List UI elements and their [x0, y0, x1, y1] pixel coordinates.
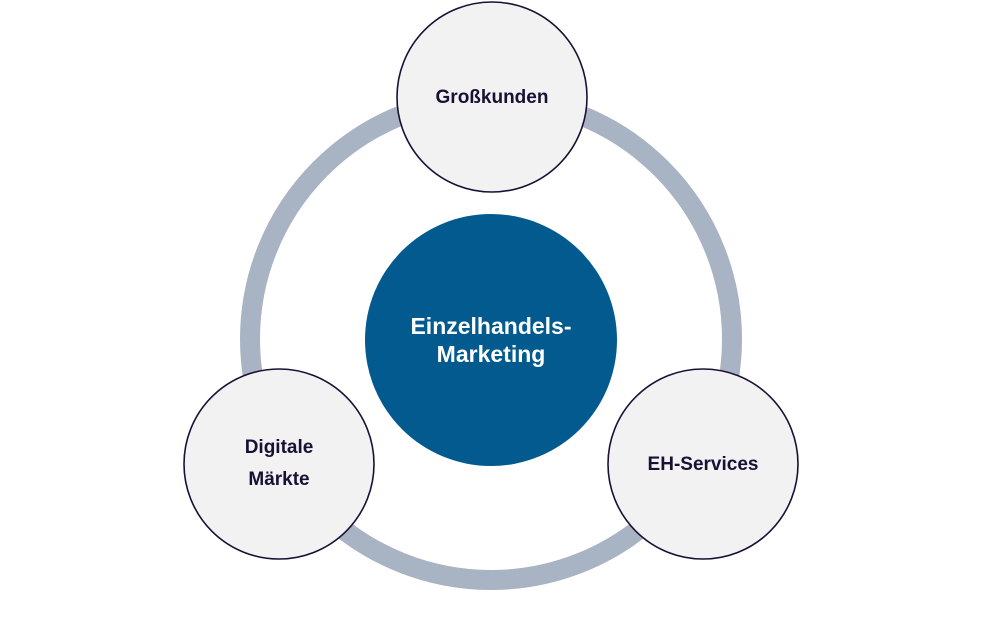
node-eh-services-label: EH-Services [648, 454, 759, 475]
center-node-label-line2: Marketing [437, 341, 546, 367]
node-digitale-maerkte-circle [183, 368, 375, 560]
center-node-circle [365, 214, 617, 466]
node-eh-services-circle [607, 368, 799, 560]
node-digitale-maerkte: Digitale Märkte [183, 368, 375, 560]
center-node: Einzelhandels- Marketing [365, 214, 617, 466]
node-digitale-maerkte-label-line1: Digitale [245, 437, 314, 458]
node-grosskunden-label: Großkunden [436, 87, 549, 108]
node-digitale-maerkte-label-line2: Märkte [248, 469, 309, 490]
node-grosskunden-circle [396, 1, 588, 193]
node-grosskunden: Großkunden [396, 1, 588, 193]
center-node-label-line1: Einzelhandels- [410, 313, 571, 339]
node-eh-services: EH-Services [607, 368, 799, 560]
